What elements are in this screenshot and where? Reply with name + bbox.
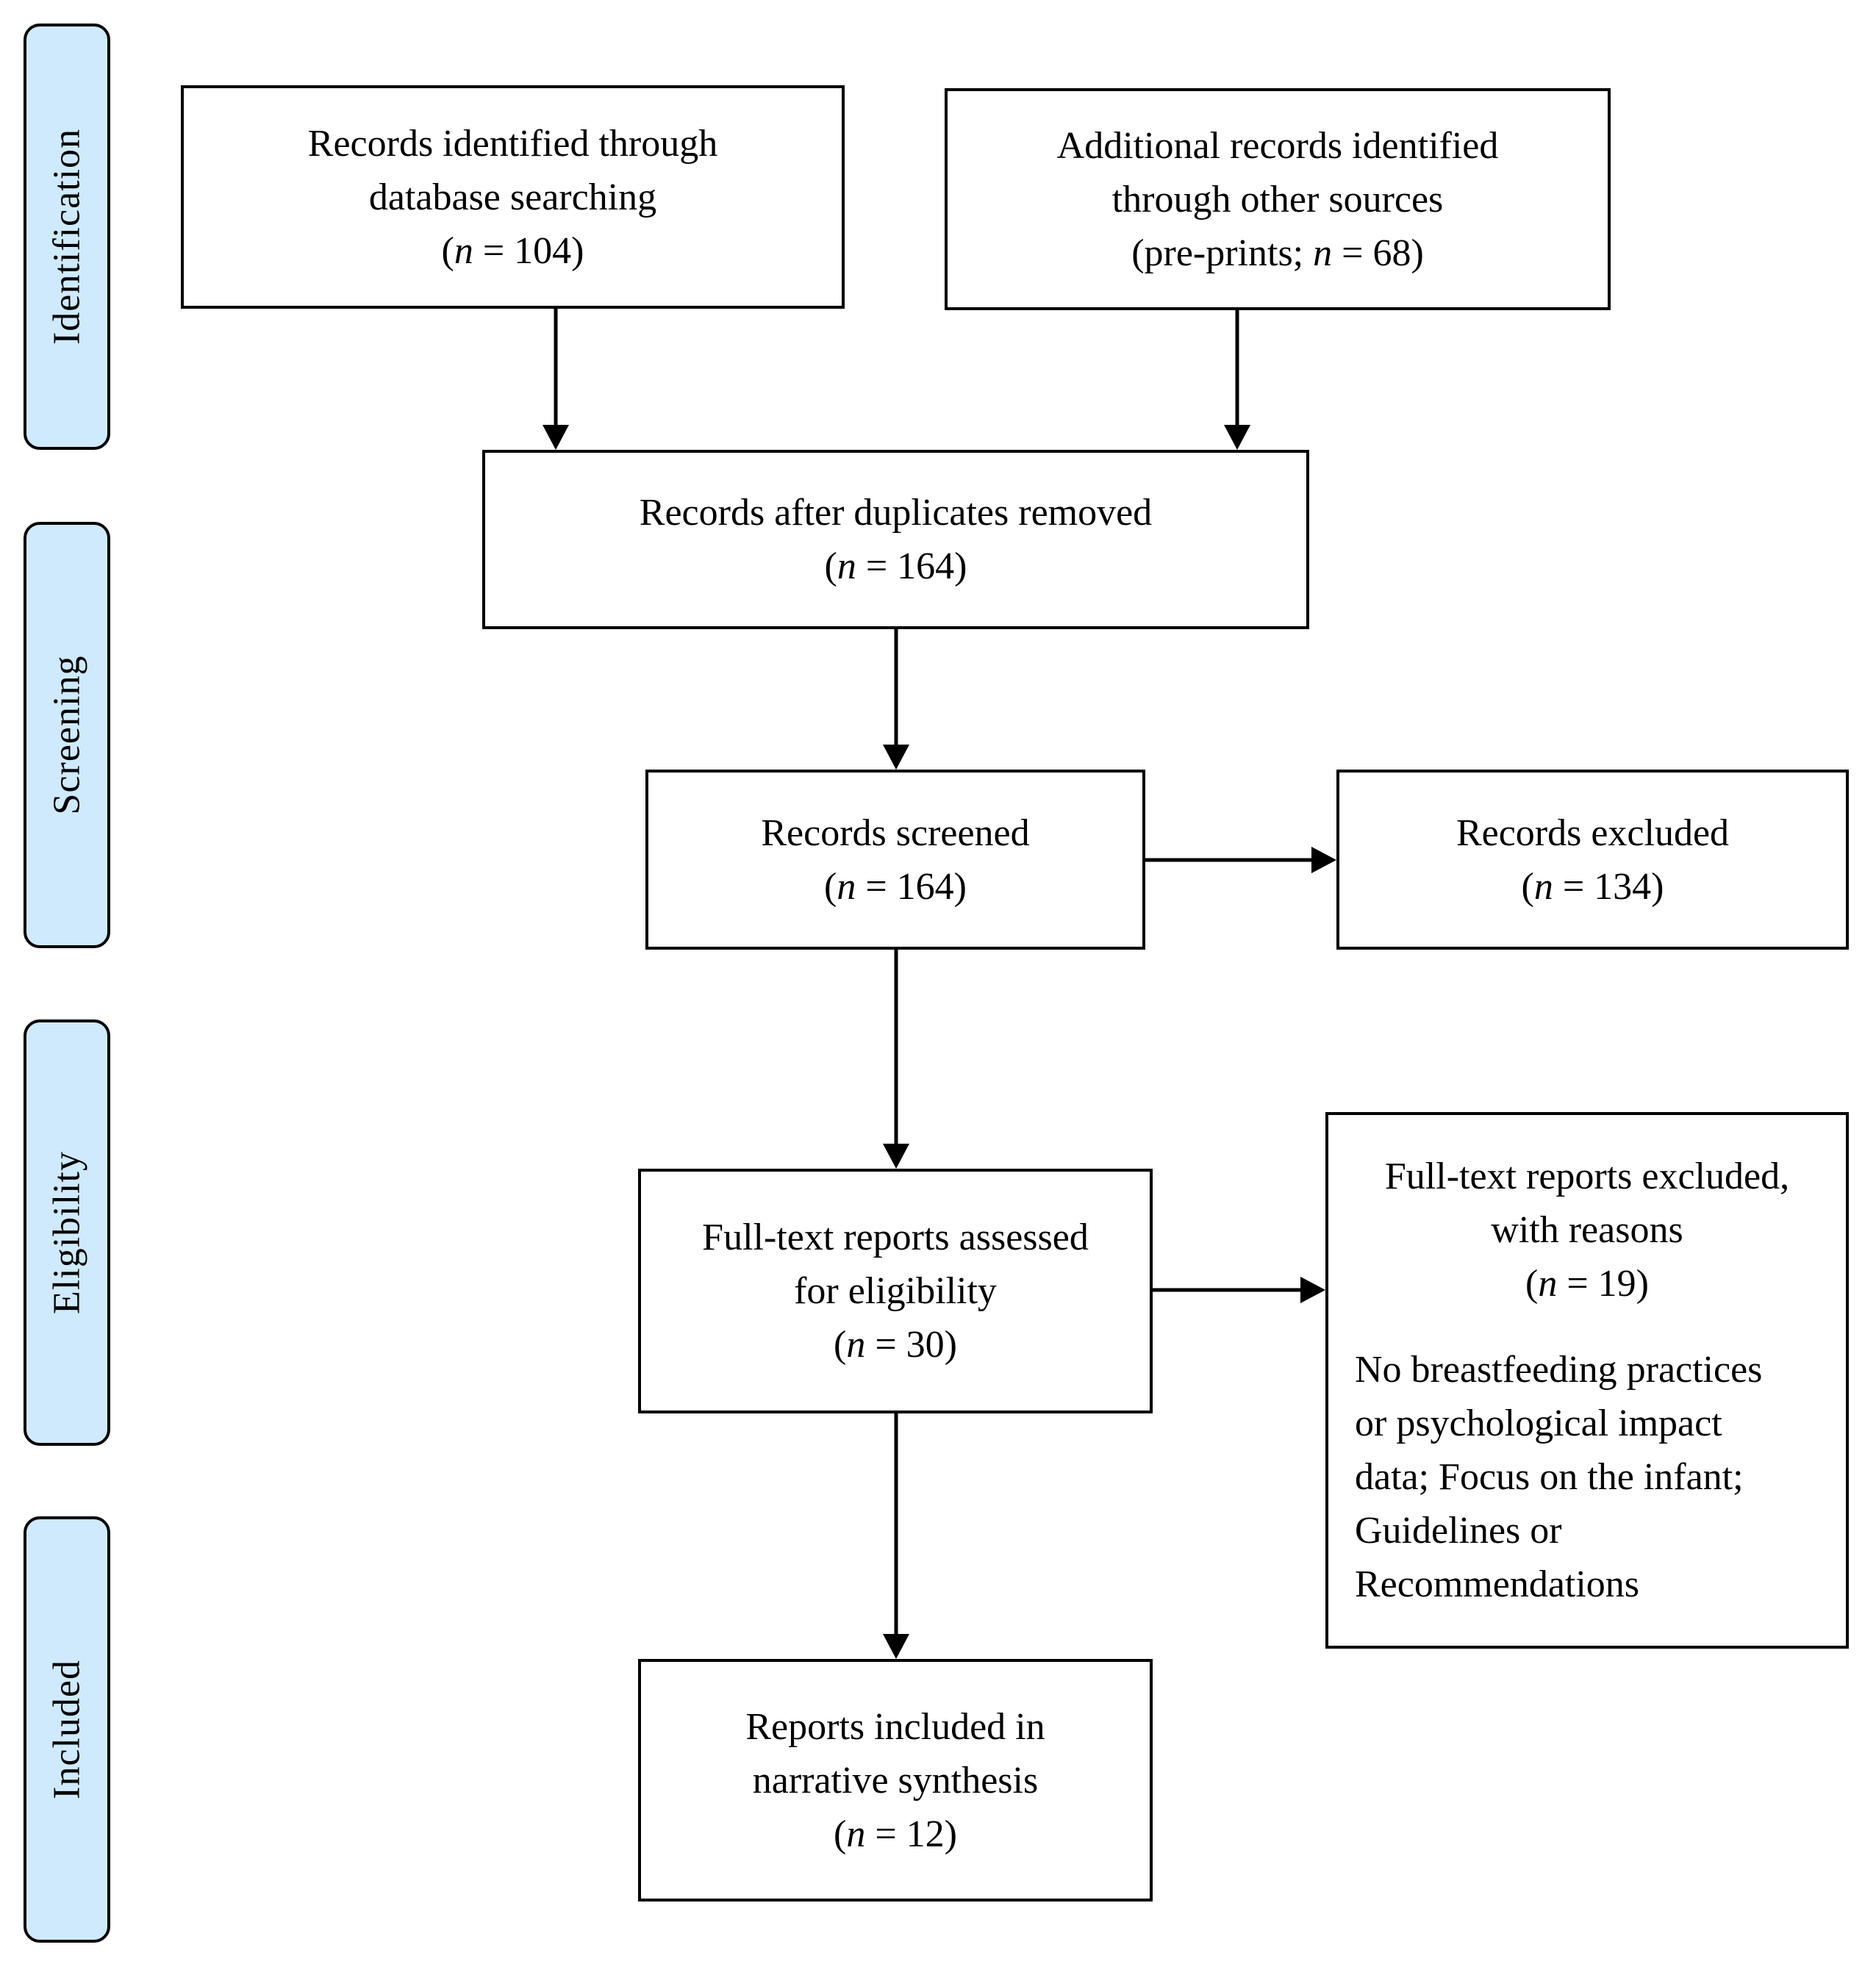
phase-label: Eligibility (46, 1151, 88, 1314)
reason-line: No breastfeeding practices (1355, 1349, 1763, 1391)
reason-line: Guidelines or (1355, 1510, 1562, 1552)
phase-label: Identification (46, 128, 88, 345)
phase-identification: Identification (24, 24, 110, 450)
fulltext-excluded-box: Full-text reports excluded, with reasons… (1325, 1112, 1849, 1649)
phase-label: Included (46, 1660, 88, 1799)
box-count: (n = 134) (1521, 865, 1664, 908)
box-text: through other sources (1111, 178, 1444, 221)
box-text: Full-text reports assessed (702, 1216, 1089, 1258)
arrowhead (1300, 1277, 1325, 1303)
box-text: Records screened (761, 811, 1030, 854)
reason-line: data; Focus on the infant; (1355, 1456, 1744, 1498)
box-text: Records after duplicates removed (639, 492, 1153, 534)
phase-eligibility: Eligibility (24, 1019, 110, 1446)
deduplicated-box: Records after duplicates removed (n = 16… (482, 450, 1309, 629)
arrowhead (543, 425, 569, 450)
screened-box: Records screened (n = 164) (645, 770, 1145, 950)
phase-label: Screening (46, 655, 88, 815)
box-text: Records identified through (307, 122, 718, 165)
arrowhead (883, 1634, 909, 1659)
box-text: Additional records identified (1056, 124, 1499, 167)
database-records-box: Records identified through database sear… (181, 85, 845, 309)
box-count: (n = 12) (834, 1813, 957, 1855)
box-text: narrative synthesis (752, 1759, 1039, 1802)
box-text: with reasons (1491, 1209, 1683, 1251)
excluded-box: Records excluded (n = 134) (1336, 770, 1849, 950)
arrowhead (1224, 425, 1250, 450)
reason-line: Recommendations (1355, 1563, 1640, 1605)
box-text: Records excluded (1456, 811, 1730, 854)
box-text: for eligibility (794, 1270, 997, 1312)
box-count: (n = 30) (834, 1324, 957, 1366)
other-sources-box: Additional records identified through ot… (945, 88, 1611, 310)
box-count: (n = 164) (824, 545, 967, 587)
arrowhead (883, 1144, 909, 1169)
included-box: Reports included in narrative synthesis … (638, 1659, 1153, 1901)
reason-line: or psychological impact (1355, 1402, 1722, 1444)
exclusion-reasons: No breastfeeding practices or psychologi… (1328, 1343, 1846, 1611)
box-count: (n = 104) (441, 229, 584, 272)
phase-screening: Screening (24, 522, 110, 948)
box-count: (n = 164) (824, 865, 967, 908)
arrowhead (1311, 847, 1336, 873)
box-count: (n = 19) (1525, 1263, 1649, 1305)
box-text: Reports included in (745, 1705, 1045, 1748)
box-count: (pre-prints; n = 68) (1131, 232, 1424, 274)
arrowhead (883, 745, 909, 770)
box-text: database searching (368, 176, 657, 218)
phase-included: Included (24, 1516, 110, 1943)
fulltext-assessed-box: Full-text reports assessed for eligibili… (638, 1169, 1153, 1413)
box-text: Full-text reports excluded, (1384, 1155, 1790, 1197)
